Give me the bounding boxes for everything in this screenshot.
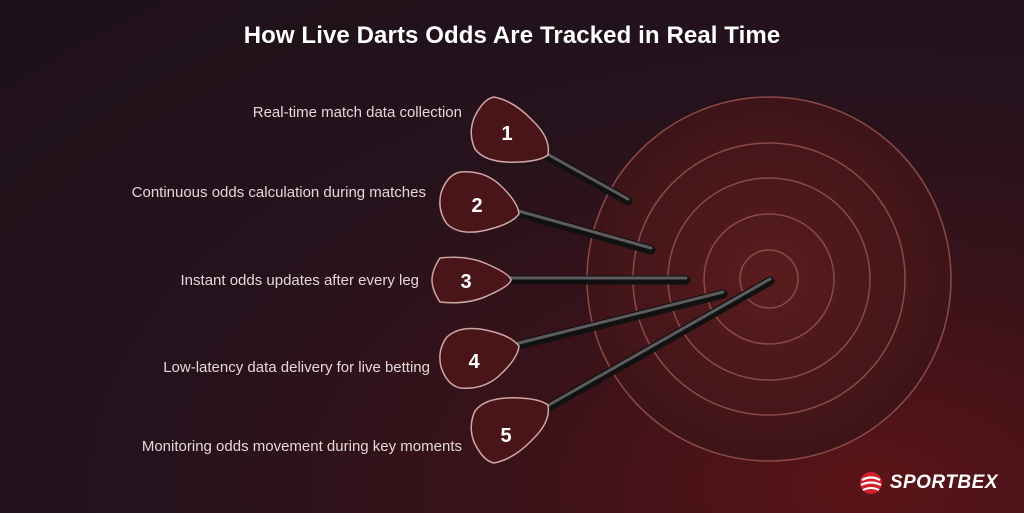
- dart-flight-5: [470, 397, 550, 464]
- dart-flight-1: [470, 96, 550, 163]
- dart-flight-3: [431, 256, 512, 304]
- step-number-4: 4: [468, 351, 480, 373]
- dart-shaft-4: [510, 289, 728, 351]
- dart-shaft-5-highlight: [538, 277, 772, 412]
- dart-shaft-1: [535, 147, 633, 206]
- dart-flight-2: [439, 171, 520, 233]
- dart-shaft-1-highlight: [538, 148, 630, 201]
- step-label-2: Continuous odds calculation during match…: [131, 184, 426, 201]
- dart-shafts: [503, 147, 775, 417]
- step-number-1: 1: [501, 123, 512, 145]
- step-numbers: 1 2 3 4 5: [460, 123, 512, 447]
- brand-name: SPORTBEX: [889, 472, 998, 493]
- step-number-2: 2: [471, 195, 482, 217]
- dart-flight-4: [439, 327, 520, 389]
- step-label-3: Instant odds updates after every leg: [180, 272, 419, 289]
- dart-flights: [431, 96, 550, 464]
- dart-shaft-5: [535, 276, 775, 417]
- board-bullseye: [739, 249, 799, 309]
- step-label-4: Low-latency data delivery for live betti…: [163, 359, 430, 376]
- page-title: How Live Darts Odds Are Tracked in Real …: [243, 22, 781, 49]
- step-label-5: Monitoring odds movement during key mome…: [141, 438, 462, 455]
- dart-shaft-2-highlight: [513, 208, 653, 250]
- board-ring-2: [703, 213, 835, 345]
- step-label-1: Real-time match data collection: [252, 104, 462, 121]
- dart-shaft-4-highlight: [513, 290, 725, 346]
- sportbex-ball-icon: [859, 472, 882, 494]
- step-number-3: 3: [460, 271, 471, 293]
- step-number-5: 5: [500, 425, 511, 447]
- dart-shaft-2: [510, 207, 656, 255]
- brand-logo: SPORTBEX: [858, 470, 998, 496]
